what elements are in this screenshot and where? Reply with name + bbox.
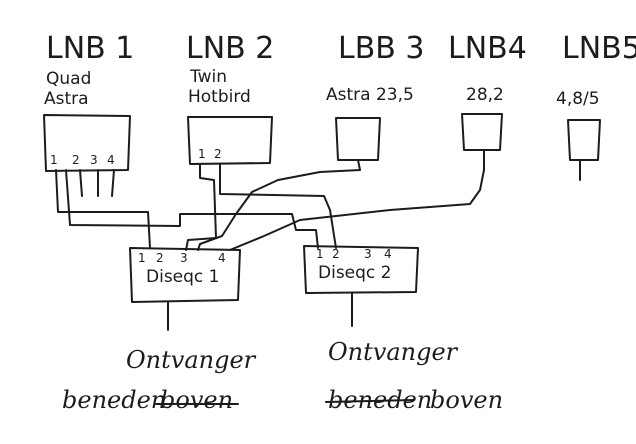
lnb-4-title: LNB4 [448,31,527,66]
lnb-1-type: Quad [46,69,91,89]
cable-lnb1-port2-to-diseqc2 [65,169,319,249]
lnb-2-satellite: Hotbird [188,87,251,107]
receiver-2-strike [325,399,415,403]
receiver-2-label: Ontvanger [328,338,459,366]
lnb-5-box [567,119,601,161]
cable-lnb1-port2 [79,169,83,197]
lnb-1-satellite: Astra [44,89,89,109]
lnb-4-satellite: 28,2 [466,85,504,105]
diseqc-1-port-4: 4 [218,251,226,265]
diseqc-1-label: Diseqc 1 [146,267,220,287]
lnb-1-title: LNB 1 [46,31,134,66]
diseqc-1: 1 2 3 4 Diseqc 1 [129,247,241,303]
lnb-5-satellite: 4,8/5 [556,89,600,109]
receiver-1-label: Ontvanger [126,346,257,374]
lnb-2-port-2: 2 [214,147,222,161]
lnb-3-title: LBB 3 [338,31,425,66]
lnb-5-title: LNB5 [562,31,636,66]
diseqc-2-port-2: 2 [332,247,340,261]
diseqc-2-port-4: 4 [384,247,392,261]
diseqc-2-port-3: 3 [364,247,372,261]
lnb-2-type: Twin [189,67,227,87]
diseqc-2: 1 2 3 4 Diseqc 2 [303,245,419,294]
receiver-2-location: boven [430,386,503,414]
lnb-1-port-1: 1 [50,153,58,167]
receiver-1: Ontvanger beneden boven [62,346,257,414]
lnb-1: LNB 1 Quad Astra 1 2 3 4 [43,31,134,172]
cable-lnb2-port2 [219,163,337,249]
diseqc-1-port-1: 1 [138,251,146,265]
diseqc-1-port-2: 2 [156,251,164,265]
receiver-1-location: beneden [62,386,166,414]
lnb-3: LBB 3 Astra 23,5 [326,31,425,161]
diseqc-1-box [129,247,241,303]
lnb-1-port-3: 3 [90,153,98,167]
lnb-2: LNB 2 Twin Hotbird 1 2 [186,31,274,165]
receiver-1-struck-location: boven [160,386,233,414]
lnb-3-satellite: Astra 23,5 [326,85,414,105]
receiver-2: Ontvanger beneden boven [325,338,503,414]
diseqc-2-box [303,245,419,294]
lnb-1-port-2: 2 [72,153,80,167]
cable-lnb3 [197,159,361,251]
lnb-4-box [461,113,503,151]
lnb-1-port-4: 4 [107,153,115,167]
diseqc-2-port-1: 1 [316,247,324,261]
lnb-2-box [187,116,273,165]
cables [55,149,485,331]
lnb-1-box [43,114,131,172]
lnb-2-title: LNB 2 [186,31,274,66]
cable-lnb1-port4 [111,169,115,197]
diseqc-2-label: Diseqc 2 [318,263,392,283]
cable-lnb4 [229,149,485,251]
lnb-4: LNB4 28,2 [448,31,527,151]
cable-lnb2-port1 [185,163,217,251]
cable-lnb1-port1 [55,169,151,249]
lnb-5: LNB5 4,8/5 [556,31,636,181]
lnb-3-box [335,117,381,161]
diseqc-1-port-3: 3 [180,251,188,265]
lnb-2-port-1: 1 [198,147,206,161]
